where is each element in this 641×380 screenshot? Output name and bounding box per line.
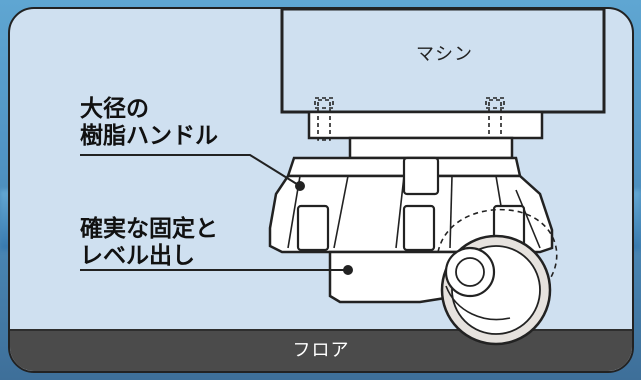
handle-label-line2: 樹脂ハンドル xyxy=(80,123,218,149)
leader-handle xyxy=(80,154,301,187)
machine-label: マシン xyxy=(416,44,473,65)
mounting-plate xyxy=(307,110,544,140)
handle-label: 大径の 樹脂ハンドル xyxy=(80,96,218,150)
machine-body xyxy=(280,7,606,114)
caster-stem xyxy=(348,136,514,160)
caster-wheel xyxy=(440,234,552,346)
leveling-label-line1: 確実な固定と xyxy=(80,216,218,242)
leader-lines xyxy=(80,154,353,275)
handle-label-line1: 大径の xyxy=(80,96,149,122)
floor-label: フロア xyxy=(292,340,350,361)
bolt-left xyxy=(314,97,334,141)
leveling-label-line2: レベル出し xyxy=(80,243,195,269)
caster-base xyxy=(328,250,460,304)
leveling-label: 確実な固定と レベル出し xyxy=(80,216,218,270)
floor xyxy=(10,329,632,371)
swivel-arc xyxy=(437,208,558,283)
